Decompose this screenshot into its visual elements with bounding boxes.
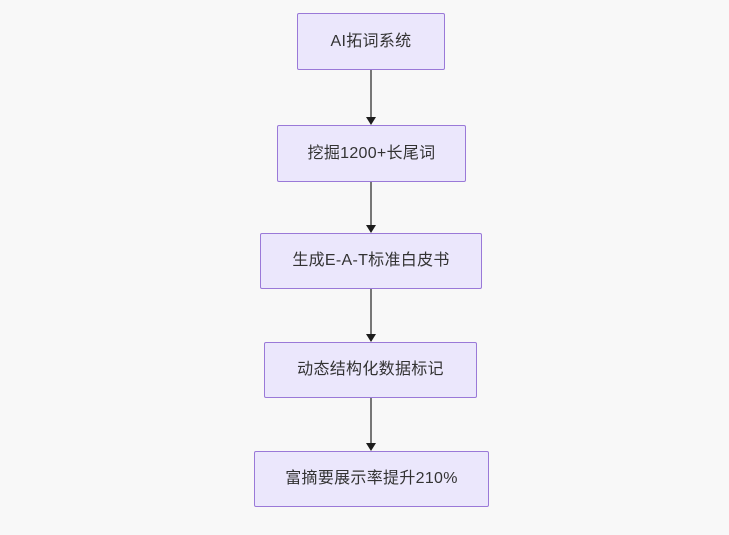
flow-node-label: AI拓词系统: [330, 32, 412, 50]
connector-arrowhead-icon: [366, 443, 376, 451]
flow-connector-2-to-3: [362, 182, 380, 233]
connector-arrowhead-icon: [366, 225, 376, 233]
flow-node-mine-longtail-keywords[interactable]: 挖掘1200+长尾词: [277, 125, 466, 182]
connector-arrowhead-icon: [366, 117, 376, 125]
flow-node-rich-snippet-growth[interactable]: 富摘要展示率提升210%: [254, 451, 489, 507]
flow-node-label: 挖掘1200+长尾词: [307, 144, 436, 162]
connector-line: [370, 70, 372, 117]
connector-line: [370, 289, 372, 334]
flow-node-generate-eat-whitepaper[interactable]: 生成E-A-T标准白皮书: [260, 233, 482, 289]
flow-node-label: 生成E-A-T标准白皮书: [292, 252, 450, 270]
connector-arrowhead-icon: [366, 334, 376, 342]
flow-node-dynamic-structured-data[interactable]: 动态结构化数据标记: [264, 342, 477, 398]
flow-node-label: 动态结构化数据标记: [297, 361, 444, 379]
flow-node-ai-keyword-system[interactable]: AI拓词系统: [297, 13, 445, 70]
flow-connector-1-to-2: [362, 70, 380, 125]
flow-connector-4-to-5: [362, 398, 380, 451]
connector-line: [370, 398, 372, 443]
flow-connector-3-to-4: [362, 289, 380, 342]
connector-line: [370, 182, 372, 225]
flow-node-label: 富摘要展示率提升210%: [285, 470, 458, 488]
